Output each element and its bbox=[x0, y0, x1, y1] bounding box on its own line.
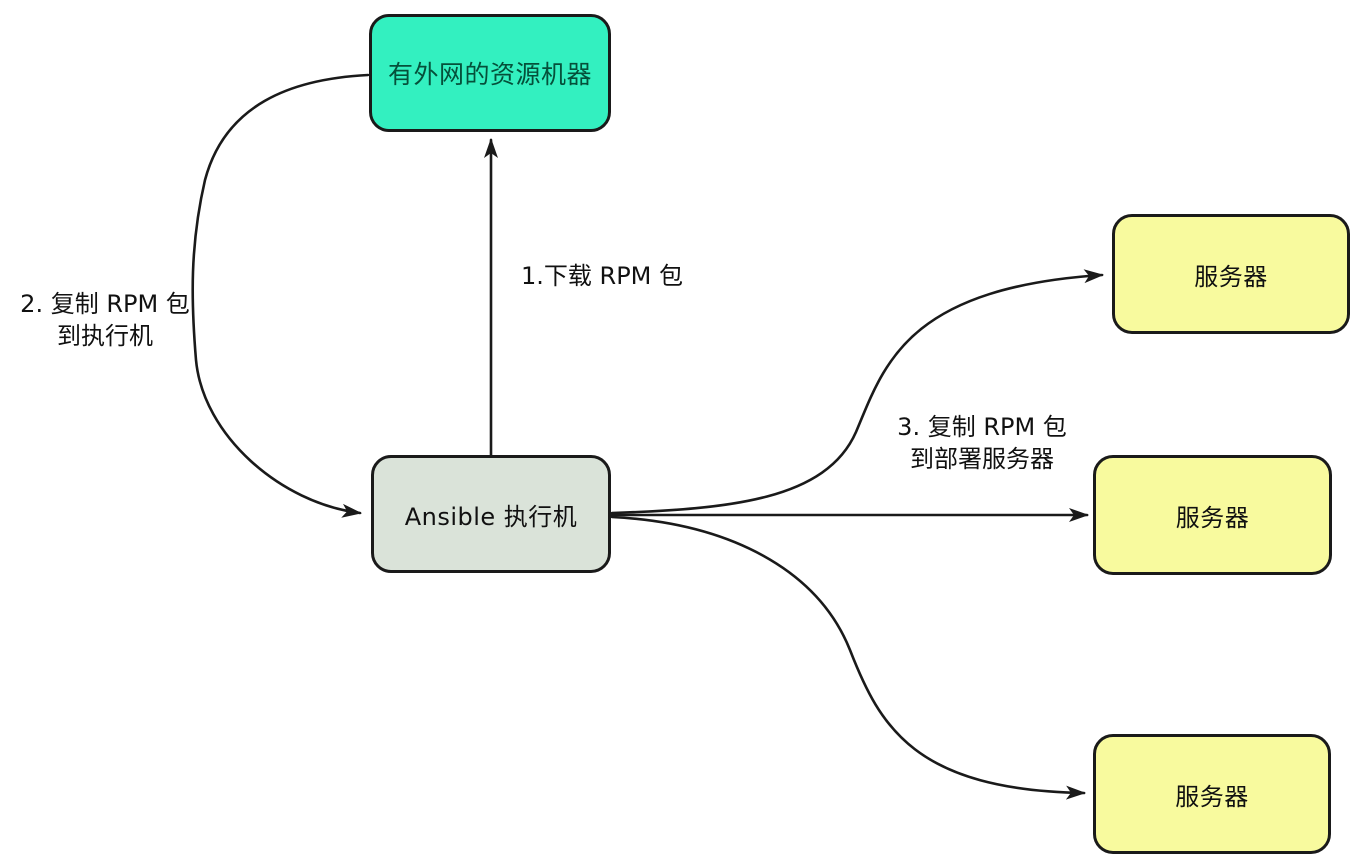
node-server-2-label: 服务器 bbox=[1175, 503, 1250, 532]
edge-label-copy-to-servers-line2: 到部署服务器 bbox=[910, 444, 1054, 473]
edge-copy-to-server3-arrow bbox=[610, 515, 1086, 800]
edge-label-copy-to-controller-line2: 到执行机 bbox=[57, 321, 153, 350]
node-server-1-label: 服务器 bbox=[1194, 262, 1268, 291]
node-server-3: 服务器 bbox=[1093, 734, 1331, 854]
edge-copy-to-server1-arrow bbox=[610, 269, 1104, 515]
edge-label-copy-to-servers-line1: 3. 复制 RPM 包 bbox=[897, 413, 1067, 441]
node-ansible-controller-label: Ansible 执行机 bbox=[404, 502, 578, 531]
edge-label-copy-to-servers: 3. 复制 RPM 包 到部署服务器 bbox=[876, 412, 1088, 475]
node-server-3-label: 服务器 bbox=[1175, 782, 1249, 811]
node-server-1: 服务器 bbox=[1112, 214, 1350, 334]
edge-label-copy-to-controller-line1: 2. 复制 RPM 包 bbox=[20, 290, 190, 318]
node-ansible-controller: Ansible 执行机 bbox=[371, 455, 611, 573]
edge-label-copy-to-controller: 2. 复制 RPM 包 到执行机 bbox=[5, 289, 205, 352]
edge-label-download-rpm-text: 1.下载 RPM 包 bbox=[521, 262, 684, 290]
edge-copy-to-controller-arrow bbox=[191, 73, 370, 518]
node-server-2: 服务器 bbox=[1093, 455, 1332, 575]
node-resource-machine-label: 有外网的资源机器 bbox=[387, 60, 592, 89]
edge-label-download-rpm: 1.下载 RPM 包 bbox=[521, 261, 683, 293]
node-resource-machine: 有外网的资源机器 bbox=[369, 14, 611, 132]
